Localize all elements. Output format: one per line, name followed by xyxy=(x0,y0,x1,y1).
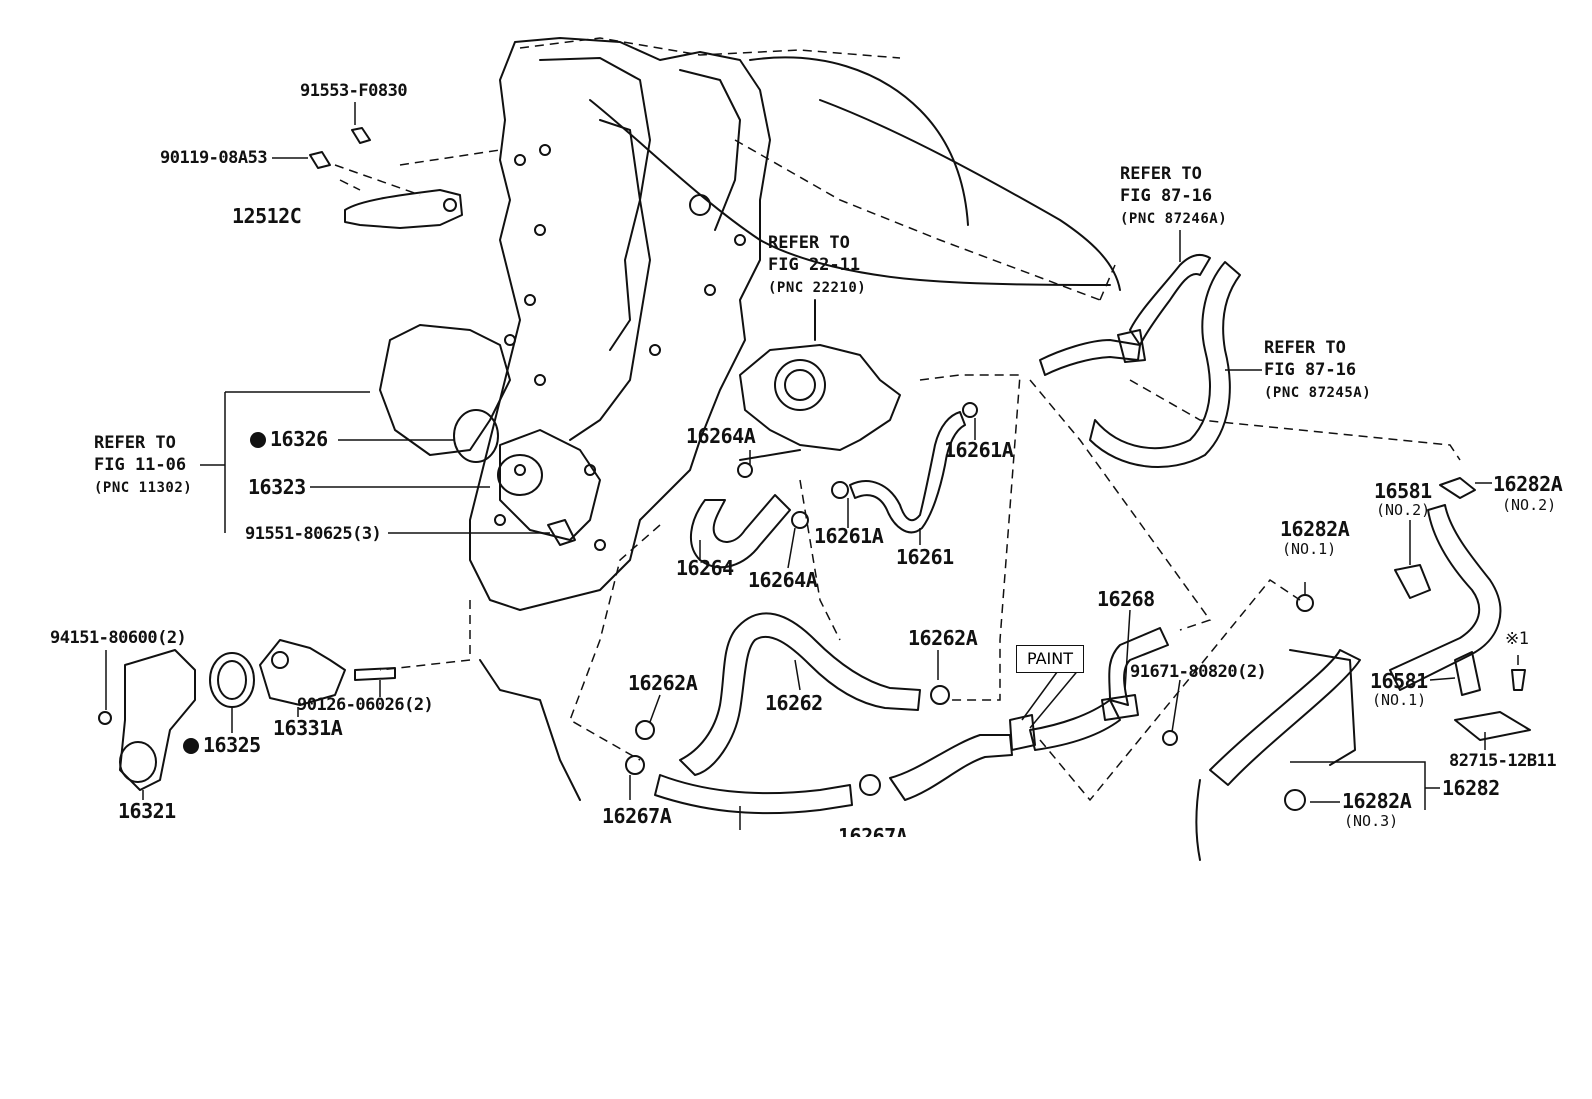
part-label-16321: 16321 xyxy=(118,799,176,823)
part-label-16326: 16326 xyxy=(250,428,328,450)
leader-lines xyxy=(105,102,1519,830)
ref-line-2: FIG 11-06 xyxy=(94,455,187,475)
part-label-90119: 90119-08A53 xyxy=(160,148,268,168)
ref-line-2: FIG 87-16 xyxy=(1264,360,1357,380)
part-label-16261a-left: 16261A xyxy=(814,524,884,548)
sub-label-no1-a: (NO.1) xyxy=(1282,540,1337,558)
part-label-16264: 16264 xyxy=(676,556,734,580)
part-label-12512c: 12512C xyxy=(232,204,302,228)
refer-fig-87-16-a: REFER TO FIG 87-16 (PNC 87246A) xyxy=(1120,163,1227,230)
paint-note-box: PAINT xyxy=(1016,645,1084,673)
timing-cover-drawing xyxy=(379,37,1121,801)
part-label-91551: 91551-80625(3) xyxy=(245,524,382,544)
throttle-body-drawing xyxy=(739,299,901,461)
ref-line-3: (PNC 87246A) xyxy=(1120,211,1228,227)
ref-line-1: REFER TO xyxy=(94,433,176,453)
part-label-90126: 90126-06026(2) xyxy=(297,695,434,715)
refer-fig-22-11: REFER TO FIG 22-11 (PNC 22210) xyxy=(768,232,866,299)
refer-fig-11-06: REFER TO FIG 11-06 (PNC 11302) xyxy=(94,432,192,499)
ref-line-2: FIG 22-11 xyxy=(768,255,861,275)
ref-line-1: REFER TO xyxy=(768,233,850,253)
part-label-16262a-left: 16262A xyxy=(628,671,698,695)
ref-line-1: REFER TO xyxy=(1264,338,1346,358)
ref-line-3: (PNC 11302) xyxy=(94,480,193,496)
sub-label-no1-b: (NO.1) xyxy=(1372,691,1427,709)
sub-label-no2-a: (NO.2) xyxy=(1502,496,1557,514)
part-label-91553: 91553-F0830 xyxy=(300,81,408,101)
bracket-drawing xyxy=(309,127,463,229)
part-label-16323: 16323 xyxy=(248,475,306,499)
part-label-16267a-bottom: 16267A xyxy=(838,825,908,837)
refer-fig-87-16-b: REFER TO FIG 87-16 (PNC 87245A) xyxy=(1264,337,1371,404)
part-label-16261a-right: 16261A xyxy=(944,438,1014,462)
sub-label-no3: (NO.3) xyxy=(1344,812,1399,830)
part-label-16581-no2: 16581 xyxy=(1374,479,1432,503)
part-label-16282a-no3: 16282A xyxy=(1342,789,1412,813)
hoses-drawing xyxy=(654,253,1502,861)
part-number-text: 16325 xyxy=(203,733,261,757)
part-label-94151: 94151-80600(2) xyxy=(50,628,187,648)
part-label-16331a: 16331A xyxy=(273,716,343,740)
part-label-16262a-right: 16262A xyxy=(908,626,978,650)
part-label-16264a-bottom: 16264A xyxy=(748,568,818,592)
ref-line-3: (PNC 87245A) xyxy=(1264,385,1372,401)
non-reusable-bullet-icon xyxy=(250,432,266,448)
part-label-16282: 16282 xyxy=(1442,776,1500,800)
part-label-16581-no1: 16581 xyxy=(1370,669,1428,693)
ref-line-3: (PNC 22210) xyxy=(768,280,867,296)
ref-line-2: FIG 87-16 xyxy=(1120,186,1213,206)
part-label-mark1: ※1 xyxy=(1505,629,1529,649)
part-label-16282a-no2: 16282A xyxy=(1493,472,1563,496)
non-reusable-bullet-icon xyxy=(183,738,199,754)
sub-label-no2-b: (NO.2) xyxy=(1376,501,1431,519)
part-label-16282a-no1: 16282A xyxy=(1280,517,1350,541)
part-number-text: 16326 xyxy=(270,427,328,451)
part-label-16262: 16262 xyxy=(765,691,823,715)
part-label-16264a-top: 16264A xyxy=(686,424,756,448)
ref-line-1: REFER TO xyxy=(1120,164,1202,184)
part-label-91671: 91671-80820(2) xyxy=(1130,662,1267,682)
dashed-routing-lines xyxy=(334,37,1461,802)
part-label-16267a-left: 16267A xyxy=(602,804,672,828)
water-inlet-drawing xyxy=(98,409,601,791)
part-label-16325: 16325 xyxy=(183,734,261,756)
part-label-82715: 82715-12B11 xyxy=(1449,751,1557,771)
part-label-16268: 16268 xyxy=(1097,587,1155,611)
part-label-16261: 16261 xyxy=(896,545,954,569)
